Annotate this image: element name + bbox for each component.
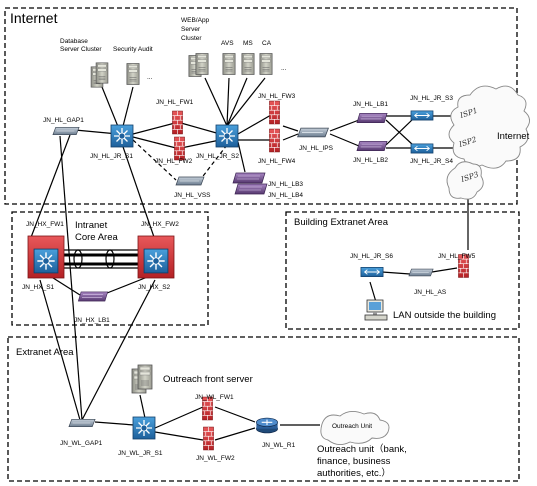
- web-server-icon: [195, 53, 209, 75]
- ca-label: CA: [262, 40, 272, 47]
- load-balancer-icon: [234, 183, 268, 195]
- firewall-icon: [203, 426, 214, 451]
- hl-fw5-label: JN_HL_FW5: [438, 253, 476, 260]
- outreach-desc-line3: authorities, etc.）: [317, 467, 391, 479]
- web-cluster-label-line3: Cluster: [181, 35, 202, 42]
- core-switch-icon: [110, 124, 134, 148]
- audit-ellipsis: ...: [147, 74, 153, 81]
- hl-ips-label: JN_HL_IPS: [299, 145, 334, 152]
- outreach-unit-cloud-label: Outreach Unit: [332, 423, 372, 430]
- internet-area-title: Internet: [10, 10, 58, 26]
- outreach-desc-line1: Outreach unit（bank,: [317, 443, 407, 455]
- hx-fw2-cluster: [137, 235, 175, 279]
- hx-s2-label: JN_HX_S2: [138, 284, 171, 291]
- core-switch-icon: [132, 416, 156, 440]
- switch-icon: [410, 143, 434, 154]
- security-audit-label: Security Audit: [113, 46, 153, 53]
- wl-fw1-label: JN_WL_FW1: [195, 394, 234, 401]
- wl-gap1-label: JN_WL_GAP1: [60, 440, 103, 447]
- lan-outside-label: LAN outside the building: [393, 310, 496, 321]
- database-cluster-label-line1: Database: [60, 38, 88, 45]
- hl-js2-label: JN_HL_JR_S2: [196, 153, 239, 160]
- hx-lb1-label: JN_HX_LB1: [74, 317, 110, 324]
- hl-vss-label: JN_HL_VSS: [174, 192, 211, 199]
- firewall-icon: [172, 110, 183, 135]
- hx-fw2-label: JN_HX_FW2: [141, 221, 179, 228]
- extranet-area-title: Extranet Area: [16, 347, 74, 358]
- hx-fw1-label: JN_HX_FW1: [26, 221, 64, 228]
- core-switch-icon: [33, 248, 59, 274]
- wl-r1-label: JN_WL_R1: [262, 442, 296, 449]
- wl-js1-label: JN_WL_JR_S1: [118, 450, 163, 457]
- security-audit-cluster: [126, 63, 140, 85]
- outreach-unit-cloud: [320, 411, 390, 445]
- hl-lb4-label: JN_HL_LB4: [268, 192, 303, 199]
- hl-lb3-label: JN_HL_LB3: [268, 181, 303, 188]
- wl-fw2-label: JN_WL_FW2: [196, 455, 235, 462]
- hl-fw1-label: JN_HL_FW1: [156, 99, 194, 106]
- load-balancer-icon: [356, 140, 388, 152]
- firewall-icon: [269, 100, 280, 125]
- core-switch-icon: [215, 124, 239, 148]
- intranet-core-title-line2: Core Area: [75, 232, 118, 243]
- db-server-icon: [95, 62, 109, 84]
- internet-cloud: [446, 85, 530, 200]
- extranet-area-box: [7, 336, 520, 482]
- hl-as-label: JN_HL_AS: [414, 289, 447, 296]
- hl-fw2-label: JN_HL_FW2: [155, 158, 193, 165]
- building-extranet-area-box: [285, 211, 520, 330]
- gap1-label: JN_HL_GAP1: [43, 117, 84, 124]
- building-extranet-title: Building Extranet Area: [294, 217, 389, 228]
- hl-js6-label: JN_HL_JR_S6: [350, 253, 393, 260]
- hl-js1-label: JN_HL_JR_S1: [90, 153, 133, 160]
- front-server-icon: [137, 364, 153, 390]
- avs-server-icon: [222, 53, 236, 75]
- hl-js4-label: JN_HL_JR_S4: [410, 158, 453, 165]
- hl-lb2-label: JN_HL_LB2: [353, 157, 388, 164]
- ca-server-icon: [259, 53, 273, 75]
- load-balancer-icon: [356, 112, 388, 124]
- web-ellipsis: ...: [281, 65, 287, 72]
- firewall-icon: [174, 136, 185, 161]
- ms-label: MS: [243, 40, 253, 47]
- network-links: [29, 77, 469, 441]
- ms-server-icon: [241, 53, 255, 75]
- outreach-front-server-label: Outreach front server: [163, 374, 253, 385]
- load-balancer-icon: [78, 291, 108, 302]
- database-cluster-label-line2: Server Cluster: [60, 46, 102, 53]
- gap-device-icon: [52, 126, 80, 136]
- switch-icon: [410, 110, 434, 121]
- hl-fw3-label: JN_HL_FW3: [258, 93, 296, 100]
- hl-fw4-label: JN_HL_FW4: [258, 158, 296, 165]
- intranet-core-title-line1: Intranet: [75, 220, 108, 231]
- hl-js3-label: JN_HL_JR_S3: [410, 95, 453, 102]
- audit-server-icon: [126, 63, 140, 85]
- outreach-desc-line2: finance, business: [317, 456, 391, 467]
- firewall-icon: [269, 128, 280, 153]
- load-balancer-icon: [232, 172, 266, 184]
- core-trunk: [55, 249, 138, 269]
- avs-label: AVS: [221, 40, 234, 47]
- hx-fw1-cluster: [27, 235, 65, 279]
- vss-device-icon: [175, 176, 205, 186]
- web-cluster-label-line2: Server: [181, 26, 201, 33]
- web-cluster-label-line1: WEB/App: [181, 17, 210, 24]
- router-icon: [255, 417, 279, 434]
- web-app-server-cluster: [188, 53, 273, 77]
- internet-cloud-label: Internet: [497, 131, 530, 142]
- intranet-core-area-box: [11, 211, 209, 326]
- switch-icon: [360, 266, 384, 278]
- hl-lb1-label: JN_HL_LB1: [353, 101, 388, 108]
- database-server-cluster: [90, 62, 109, 88]
- ips-device-icon: [297, 127, 329, 138]
- as-device-icon: [408, 268, 434, 277]
- gap-device-icon: [68, 418, 96, 428]
- hx-s1-label: JN_HX_S1: [22, 284, 55, 291]
- pc-icon: [364, 299, 388, 321]
- core-switch-icon: [143, 248, 169, 274]
